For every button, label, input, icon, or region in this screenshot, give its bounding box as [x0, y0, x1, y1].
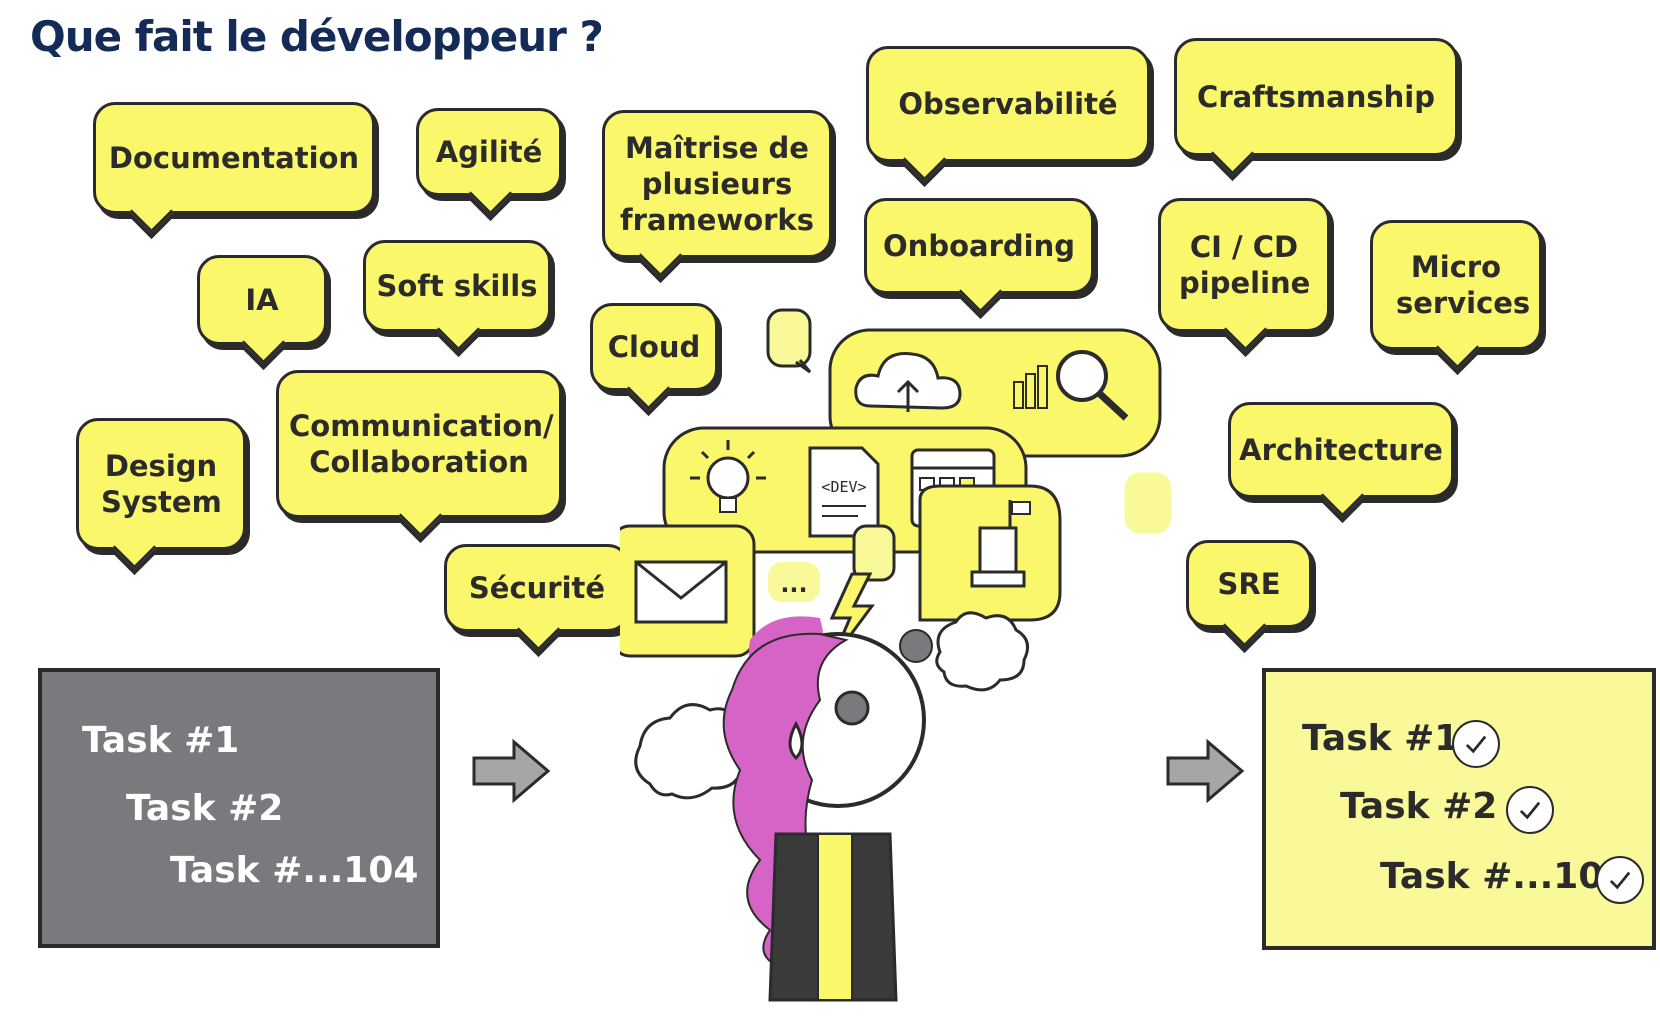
bubble-frameworks: Maîtrise de plusieurs frameworks: [602, 110, 832, 258]
bubble-design-system: Design System: [76, 418, 246, 550]
typing-dots: ...: [780, 570, 807, 598]
small-bubble-right: [1124, 472, 1172, 534]
mail-panel: ...: [620, 524, 896, 658]
tasks-done-panel: Task #1 Task #2 Task #...104: [1262, 668, 1656, 950]
steam-cloud-right: [899, 611, 1030, 692]
lightbulb-icon: [690, 440, 766, 513]
tasks-todo-panel: Task #1 Task #2 Task #...104: [38, 668, 440, 948]
developer-figure: [722, 616, 926, 1002]
task-todo-2: Task #2: [126, 788, 284, 829]
bubble-soft-skills: Soft skills: [363, 240, 551, 332]
small-bubble-top: [766, 308, 812, 374]
bubble-sre: SRE: [1186, 540, 1312, 628]
bubble-ia: IA: [197, 255, 327, 345]
bubble-observabilite: Observabilité: [866, 46, 1150, 162]
bubble-cloud: Cloud: [590, 303, 718, 391]
bubble-architecture: Architecture: [1228, 402, 1454, 498]
bubble-ci-cd-pipeline: CI / CD pipeline: [1158, 198, 1330, 332]
task-todo-104: Task #...104: [170, 850, 419, 891]
page-title: Que fait le développeur ?: [30, 12, 604, 61]
bubble-onboarding: Onboarding: [864, 198, 1094, 294]
task-done-1: Task #1: [1302, 718, 1460, 759]
developer-illustration: <DEV> ...: [620, 308, 1172, 1002]
check-icon: [1596, 856, 1644, 904]
task-todo-1: Task #1: [82, 720, 240, 761]
check-icon: [1452, 720, 1500, 768]
task-done-104: Task #...104: [1380, 856, 1629, 897]
chess-rook-icon: [970, 500, 1031, 588]
bubble-documentation: Documentation: [93, 102, 375, 214]
strategy-panel: [918, 484, 1062, 622]
bubble-micro-services: Micro services: [1370, 220, 1542, 350]
dev-label: <DEV>: [821, 478, 866, 496]
envelope-icon: [634, 560, 728, 624]
bubble-craftsmanship: Craftsmanship: [1174, 38, 1458, 156]
bubble-agilite: Agilité: [416, 108, 562, 196]
bubble-securite: Sécurité: [444, 544, 630, 632]
arrow-right-icon: [1166, 738, 1245, 804]
analytics-search-icon: [1013, 350, 1129, 421]
check-icon: [1506, 786, 1554, 834]
arrow-right-icon: [472, 738, 551, 804]
bubble-communication: Communication/ Collaboration: [276, 370, 562, 518]
task-done-2: Task #2: [1340, 786, 1498, 827]
dev-file-icon: <DEV>: [808, 446, 880, 538]
